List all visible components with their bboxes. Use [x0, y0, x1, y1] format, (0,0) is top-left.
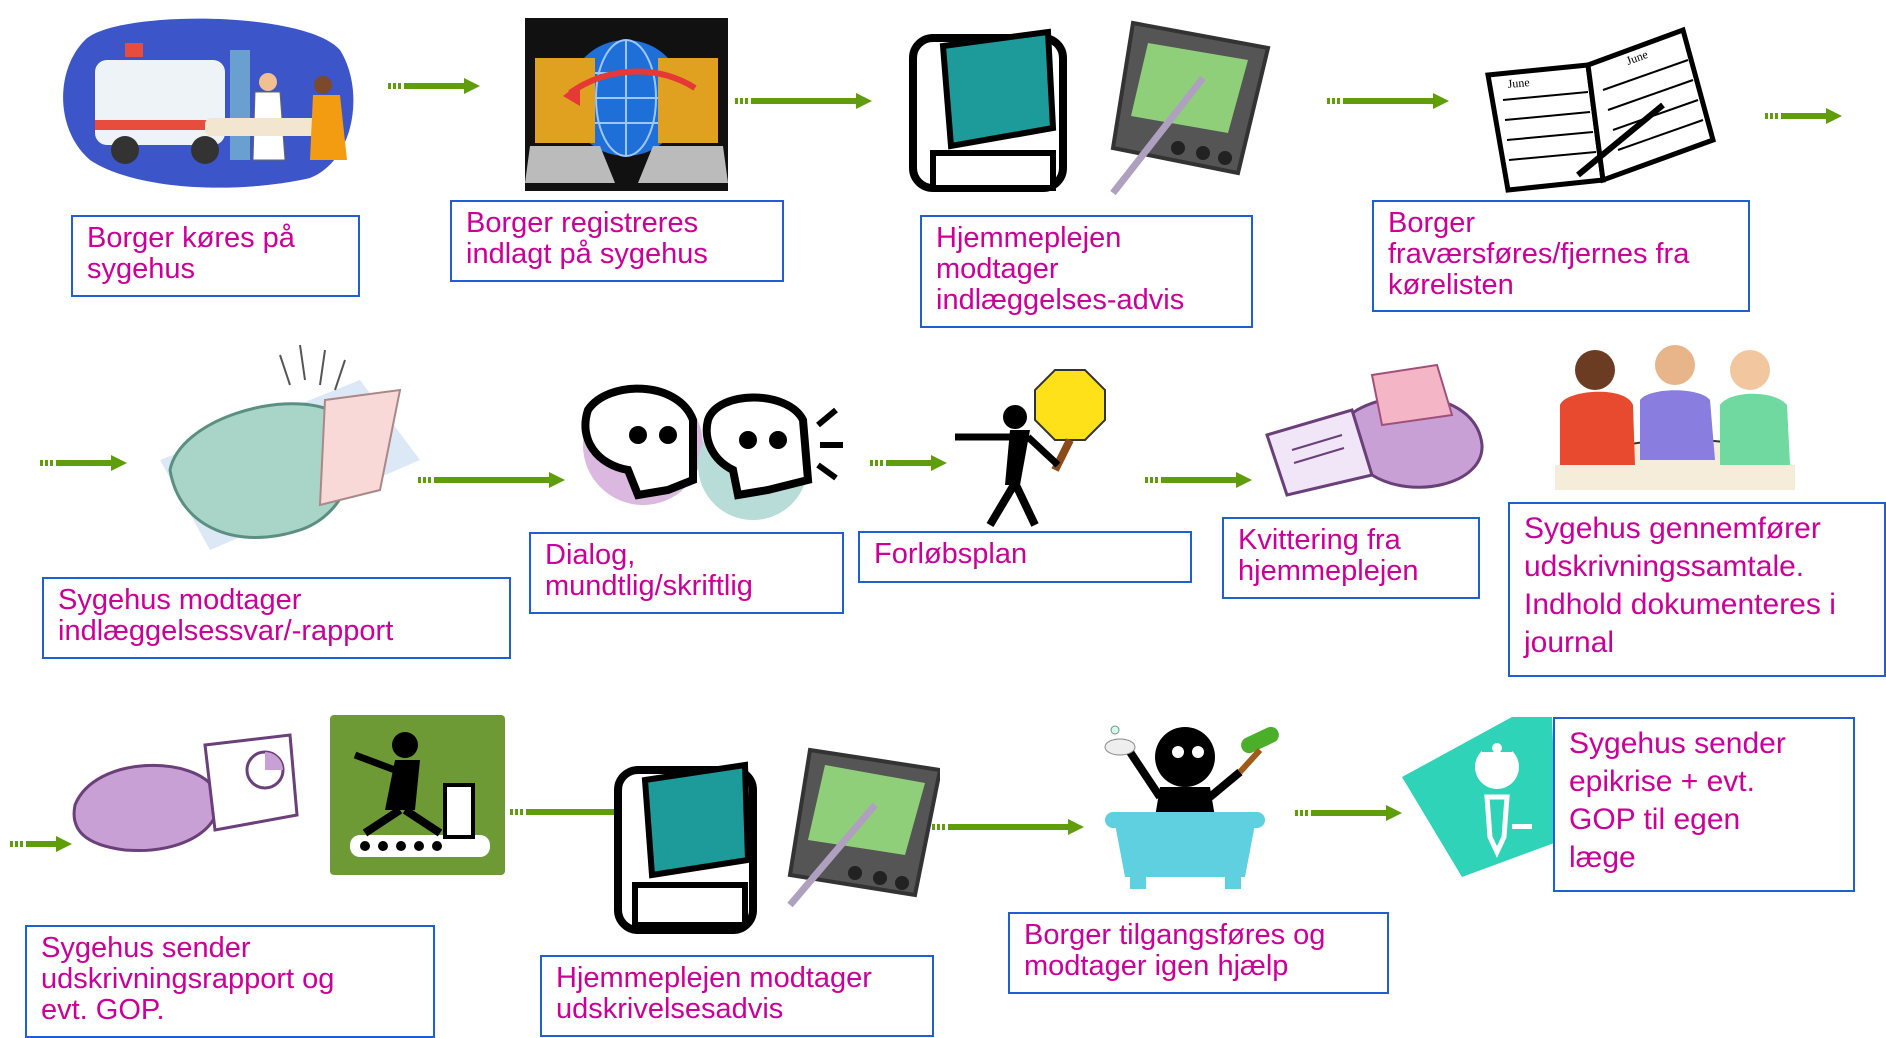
step-2-label: Borger registreres indlagt på sygehus: [450, 200, 784, 282]
flow-arrow-icon: [1295, 805, 1402, 821]
step-10-label: Sygehus sender udskrivningsrapport og ev…: [25, 925, 435, 1038]
step-13-label: Sygehus sender epikrise + evt. GOP til e…: [1553, 717, 1855, 892]
meeting-people-icon: [1555, 345, 1795, 490]
step-11-label: Hjemmeplejen modtager udskrivelsesadvis: [540, 955, 934, 1037]
svg-text:June: June: [1507, 75, 1530, 91]
flow-arrow-icon: [40, 455, 127, 471]
flow-arrow-icon: [932, 819, 1084, 835]
fax-machine-icon: [160, 344, 420, 550]
flow-arrow-icon: [1765, 108, 1842, 124]
flow-arrow-icon: [870, 455, 947, 471]
stop-sign-person-icon: [955, 369, 1106, 528]
flow-arrow-icon: [388, 78, 480, 94]
step-6-label: Dialog, mundtlig/skriftlig: [529, 532, 844, 614]
doctor-icon: [1402, 717, 1557, 877]
fax-and-treadmill-icon: [72, 715, 505, 875]
ambulance-icon: [63, 18, 354, 188]
flow-arrow-icon: [1145, 472, 1252, 488]
flow-arrow-icon: [735, 93, 872, 109]
flow-arrow-icon: [418, 472, 565, 488]
step-1-label: Borger køres på sygehus: [71, 215, 360, 297]
globe-laptops-icon: [525, 18, 728, 191]
step-8-label: Kvittering fra hjemmeplejen: [1222, 517, 1480, 599]
step-4-label: Borger fraværsføres/fjernes fra kørelist…: [1372, 200, 1750, 312]
flow-arrow-icon: [1327, 93, 1449, 109]
step-3-label: Hjemmeplejen modtager indlæggelses-advis: [920, 215, 1253, 328]
computer-and-pda-icon: [614, 747, 940, 934]
step-12-label: Borger tilgangsføres og modtager igen hj…: [1008, 912, 1389, 994]
flow-arrow-icon: [10, 836, 72, 852]
step-7-label: Forløbsplan: [858, 531, 1192, 583]
bathtub-person-icon: [1104, 725, 1279, 889]
calendar-book-icon: June June: [1485, 26, 1717, 193]
computer-and-pda-icon: [909, 20, 1271, 196]
step-5-label: Sygehus modtager indlæggelsessvar/-rappo…: [42, 577, 511, 659]
step-9-label: Sygehus gennemfører udskrivningssamtale.…: [1508, 502, 1886, 677]
fax-paper-icon: [1265, 363, 1484, 497]
talking-heads-icon: [581, 384, 843, 520]
